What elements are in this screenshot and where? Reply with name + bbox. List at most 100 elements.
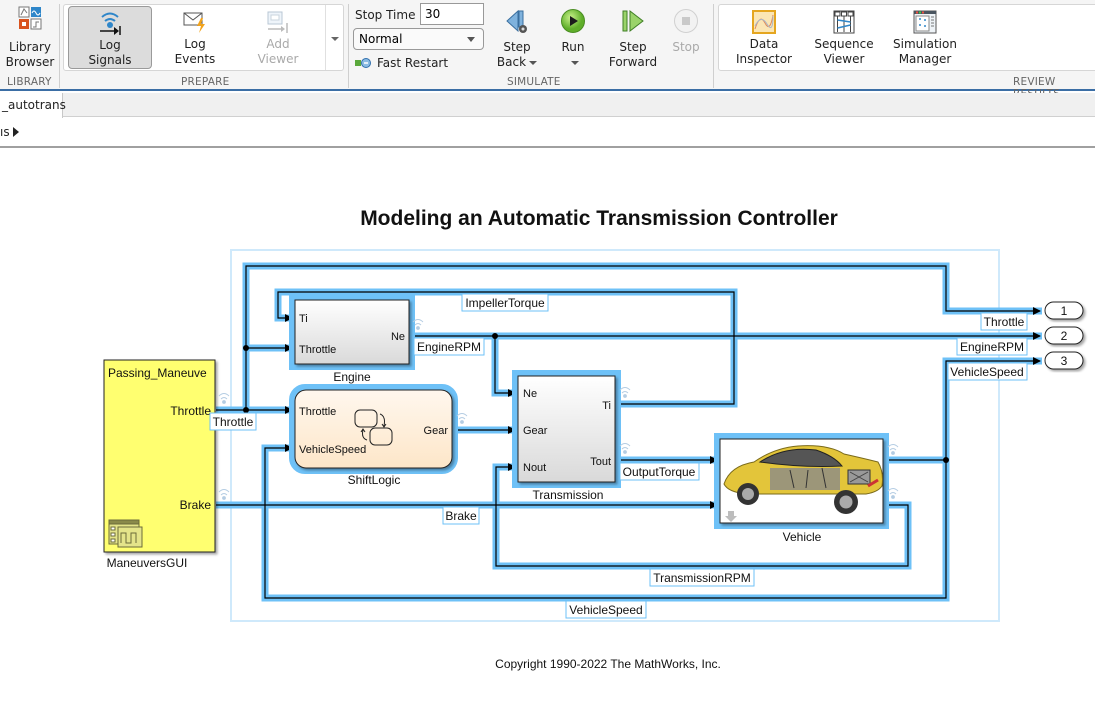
signal-lines [216,265,1041,599]
signal-line-vehicle-speed-out[interactable] [945,357,1041,460]
separator [59,4,60,88]
signal-line-throttle-out[interactable] [216,265,1041,411]
log-signals-icon [100,12,121,35]
signal-logging-icon [619,387,631,398]
stateflow-chart-icon [354,409,393,446]
breadcrumb-item[interactable]: ıs [0,125,10,139]
sequence-viewer-button[interactable]: Sequence Viewer [811,10,877,70]
car-cutaway-image [723,445,883,514]
add-viewer-button[interactable]: Add Viewer [240,10,316,70]
signal-label-text: VehicleSpeed [950,365,1023,379]
chevron-down-icon [331,37,339,41]
step-forward-label-1: Step [619,40,647,54]
model-tab[interactable]: _autotrans [0,93,66,118]
log-events-label-2: Events [174,52,216,66]
signal-label-out-engine-rpm[interactable]: EngineRPM [956,337,1028,356]
chevron-down-icon[interactable] [529,60,538,65]
library-browser-label-2: Browser [5,55,55,69]
breadcrumb: ıs [0,118,1095,148]
signal-label-text: Throttle [984,315,1025,329]
sequence-viewer-label-2: Viewer [823,52,865,66]
signal-label-out-vehicle-speed[interactable]: VehicleSpeed [947,362,1028,381]
signal-label-text: EngineRPM [417,340,481,354]
signal-label-vehicle-speed[interactable]: VehicleSpeed [565,600,647,619]
signal-label-brake[interactable]: Brake [442,506,480,525]
transmission-port-tout: Tout [590,456,611,468]
signal-line-impeller-torque[interactable] [277,291,735,405]
toolstrip: Library Browser LIBRARY Log Signals Log … [0,0,1095,100]
fast-restart-button[interactable]: Fast Restart [355,56,448,70]
prepare-gallery-expand-button[interactable] [325,5,343,70]
separator [348,4,349,88]
transmission-port-ne: Ne [523,388,537,400]
engine-port-ti: Ti [299,313,308,325]
library-section-label: LIBRARY [7,76,52,88]
simulation-manager-button[interactable]: Simulation Manager [892,10,958,70]
model-canvas[interactable]: Modeling an Automatic Transmission Contr… [0,150,1095,705]
simulation-manager-label-2: Manager [898,52,952,66]
signal-label-transmission-rpm[interactable]: TransmissionRPM [649,568,755,587]
signal-label-impeller-torque[interactable]: ImpellerTorque [461,293,549,312]
outport-2-number: 2 [1061,329,1068,343]
shift-logic-block[interactable]: Throttle VehicleSpeed Gear ShiftLogic [289,384,458,487]
transmission-block[interactable]: Ne Gear Nout Ti Tout Transmission [512,370,621,502]
simulate-section-label: SIMULATE [507,76,561,88]
library-browser-button[interactable]: Library Browser [4,6,56,72]
signal-label-text: ImpellerTorque [465,296,545,310]
add-viewer-icon [267,11,288,33]
breadcrumb-arrow-icon[interactable] [13,127,19,137]
transmission-port-nout: Nout [523,462,546,474]
stop-button[interactable]: Stop [667,8,705,58]
outport-1[interactable]: 1 [1044,301,1084,320]
signal-line-engine-rpm-trans[interactable] [494,336,516,397]
signal-line-transmission-rpm[interactable] [495,463,909,567]
step-forward-icon [622,9,644,33]
signal-label-throttle[interactable]: Throttle [209,412,257,431]
branch-point [243,345,249,351]
log-events-button[interactable]: Log Events [157,10,233,70]
step-forward-label-2: Forward [608,55,658,69]
stop-time-input[interactable] [420,3,484,25]
signal-logging-icon [412,319,424,330]
signal-label-text: Throttle [213,415,254,429]
log-signals-button[interactable]: Log Signals [68,6,152,69]
maneuvers-gui-inner-title: Passing_Maneuve [108,366,207,380]
fast-restart-icon [355,58,371,68]
down-arrow-icon [725,511,737,522]
signal-logging-icon [887,488,899,499]
log-signals-label-1: Log [99,38,121,52]
signal-label-output-torque[interactable]: OutputTorque [619,462,700,481]
step-forward-button[interactable]: Step Forward [604,8,662,72]
signal-line-vehicle-speed[interactable] [264,444,947,599]
outport-1-number: 1 [1061,304,1068,318]
data-inspector-label-1: Data [749,37,779,51]
data-inspector-label-2: Inspector [736,52,792,66]
log-events-label-1: Log [184,37,206,51]
signal-label-out-throttle[interactable]: Throttle [980,312,1028,331]
run-label: Run [561,40,585,54]
run-button[interactable]: Run [553,8,593,72]
outport-3[interactable]: 3 [1044,351,1084,370]
step-back-label-1: Step [503,40,531,54]
separator [713,4,714,88]
log-signals-label-2: Signals [88,53,132,67]
shift-logic-port-vehicle-speed: VehicleSpeed [299,444,366,456]
fast-restart-label: Fast Restart [377,56,449,70]
block-diagram: Modeling an Automatic Transmission Contr… [103,207,1084,671]
chevron-down-icon[interactable] [570,60,579,65]
vehicle-block[interactable]: Vehicle [714,433,889,544]
branch-point [243,407,249,413]
diagram-title: Modeling an Automatic Transmission Contr… [360,207,838,230]
sequence-viewer-icon [833,10,855,34]
step-back-icon [506,9,527,33]
simulation-mode-select[interactable]: Normal [353,28,484,50]
step-back-button[interactable]: Step Back [493,8,541,72]
outport-2[interactable]: 2 [1044,326,1084,345]
signal-label-engine-rpm[interactable]: EngineRPM [413,337,485,356]
maneuvers-gui-block[interactable]: Passing_Maneuve Throttle Brake Maneuvers… [103,359,216,570]
engine-block[interactable]: Ti Throttle Ne Engine [289,294,415,384]
signal-logging-icon [456,413,468,424]
signal-label-text: VehicleSpeed [569,603,642,617]
signal-logging-icon [218,393,230,404]
data-inspector-button[interactable]: Data Inspector [733,10,795,70]
